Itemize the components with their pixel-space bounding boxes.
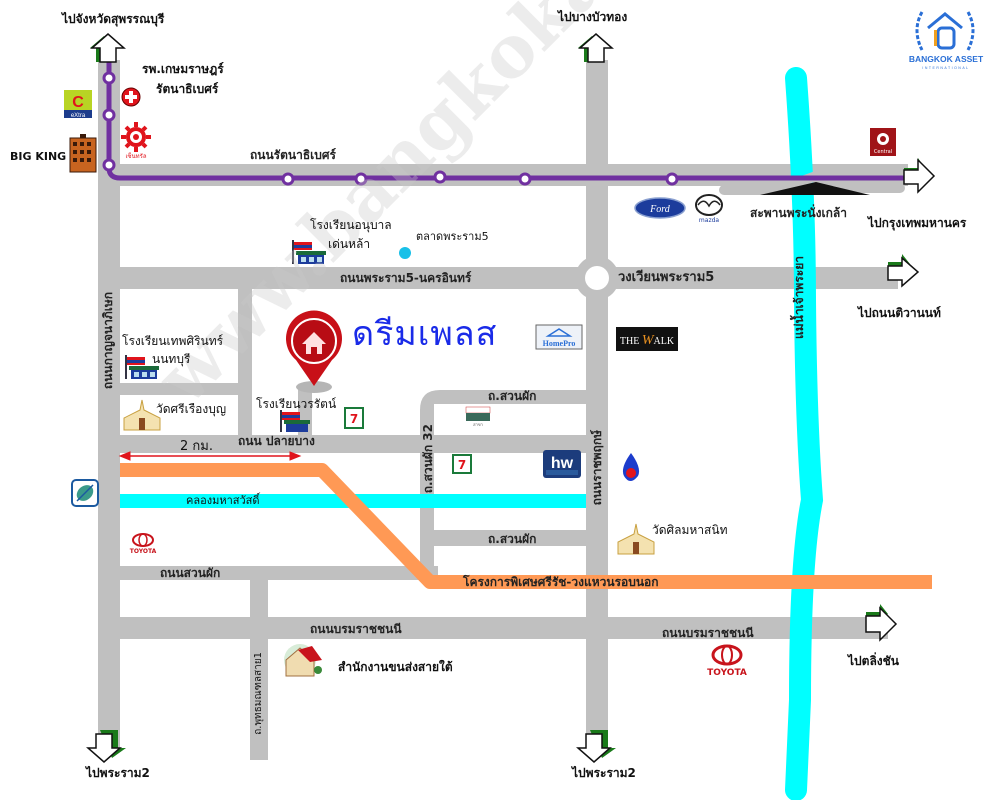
direction-bangkok: ไปกรุงเทพมหานคร [868,216,967,230]
direction-tiwanon: ไปถนนติวานนท์ [858,306,941,320]
metro-stations [102,71,679,186]
label-transport-office: สำนักงานขนส่งสายใต้ [338,660,453,674]
bangkok-asset-logo: BANGKOK ASSET INTERNATIONAL [909,11,984,70]
road-suan-phak: ถนนสวนผัก [160,566,221,580]
direction-suphanburi: ไปจังหวัดสุพรรณบุรี [62,12,165,26]
svg-text:HomePro: HomePro [543,339,576,348]
homepro-logo: HomePro [535,324,583,350]
arrow-north-icon [90,33,126,63]
arrow-east-icon [887,254,920,288]
bridge-phra-nang-klao: สะพานพระนั่งเกล้า [750,206,847,220]
scale-bar [118,451,302,461]
project-title: ดรีมเพลส [352,314,498,354]
road-plai-bang: ถนน ปลายบาง [238,434,315,448]
school-icon [292,240,326,264]
svg-text:Ford: Ford [649,204,671,215]
arrow-east-icon [903,158,936,194]
central-logo: Central [870,128,896,156]
direction-rama2-mid: ไปพระราม2 [572,766,636,780]
svg-text:C: C [72,94,84,111]
seven-eleven-logo: 7 [344,407,364,429]
river-chao-phraya: แม่น้ำเจ้าพระยา [792,256,806,340]
big-c-logo: C eXtra [64,90,92,119]
arrow-south-icon [576,730,616,763]
arrow-north-icon [578,33,614,63]
label-school-worarat: โรงเรียนวรรัตน์ [256,397,337,411]
hospital-icon [121,87,141,107]
direction-rama2-left: ไปพระราม2 [86,766,150,780]
label-school-thepsirin-line2: นนทบุรี [152,352,191,366]
expressway [120,463,932,589]
svg-text:7: 7 [458,458,466,472]
road-ratchaphruek: ถนนราชพฤกษ์ [590,430,604,506]
svg-text:สาขา: สาขา [473,422,483,427]
label-market-rama5: ตลาดพระราม5 [416,230,489,243]
svg-text:BANGKOK ASSET: BANGKOK ASSET [909,54,984,64]
scale-label: 2 กม. [180,439,213,454]
svg-text:hw: hw [551,455,574,472]
label-big-king: BIG KING [10,150,67,163]
label-hospital-line1: รพ.เกษมราษฎร์ [142,62,224,76]
label-school-thepsirin-line1: โรงเรียนเทพศิรินทร์ [122,334,224,348]
label-wat-si-rueang-bun: วัดศรีเรืองบุญ [156,402,227,416]
road-suan-phak-upper: ถ.สวนผัก [488,389,537,403]
road-rama5: ถนนพระราม5-นครอินทร์ [340,271,472,285]
svg-text:Central: Central [874,149,892,155]
label-wat-silom: วัดศิลมหาสนิท [652,523,728,537]
road-borom-right: ถนนบรมราชชนนี [662,626,754,640]
road-phutthamonthon-1: ถ.พุทธมณฑลสาย1 [253,652,264,735]
label-school-anuban-line2: เด่นหล้า [328,237,371,251]
direction-bang-bua-thong: ไปบางบัวทอง [558,10,628,24]
tesco-lotus-logo: สาขา [465,406,491,427]
road-borom-left: ถนนบรมราชชนนี [310,622,402,636]
road-suan-phak-32: ถ.สวนผัก 32 [421,424,435,494]
road-expressway: โครงการพิเศษศรีรัช-วงแหวนรอบนอก [463,575,659,589]
svg-text:eXtra: eXtra [71,113,86,119]
mazda-logo: mazda [695,194,723,224]
arrow-east-icon [865,604,898,642]
canal-maha-sawat: คลองมหาสวัสดิ์ [186,494,260,507]
bangchak-logo [71,479,99,507]
svg-text:TOYOTA: TOYOTA [707,668,747,678]
ptt-logo [622,453,640,481]
label-school-anuban-line1: โรงเรียนอนุบาล [310,218,392,232]
building-icon [69,134,97,173]
label-hospital-line2: รัตนาธิเบศร์ [156,82,219,96]
the-walk-logo: THE WALK [616,327,678,351]
river [785,67,824,800]
toyota-logo: TOYOTA [130,533,157,555]
school-icon [125,355,159,379]
central-logo: เซ็นทรัล [121,122,151,160]
svg-text:7: 7 [350,412,358,426]
arrow-south-icon [86,730,126,763]
road-suan-phak-lower: ถ.สวนผัก [488,532,537,546]
svg-text:เซ็นทรัล: เซ็นทรัล [125,151,146,160]
toyota-logo: TOYOTA [707,644,747,678]
ford-logo: Ford [634,197,686,219]
svg-text:INTERNATIONAL: INTERNATIONAL [922,66,969,70]
market-icon [399,247,411,259]
bus-terminal-icon [284,644,322,677]
homeworks-logo: hw [543,450,581,478]
seven-eleven-logo: 7 [452,454,472,474]
svg-text:THE WALK: THE WALK [620,333,675,348]
temple-icon [617,523,655,555]
location-pin-icon[interactable] [286,310,343,393]
road-rattanathibet: ถนนรัตนาธิเบศร์ [250,148,336,162]
road-rama5-circle: วงเวียนพระราม5 [618,270,715,285]
svg-text:mazda: mazda [699,217,719,224]
temple-icon [123,399,161,431]
svg-text:TOYOTA: TOYOTA [130,548,157,555]
direction-taling-chan: ไปตลิ่งชัน [848,654,900,668]
road-kanchanaphisek: ถนนกาญจนาภิเษก [101,292,115,390]
school-icon [280,410,310,432]
